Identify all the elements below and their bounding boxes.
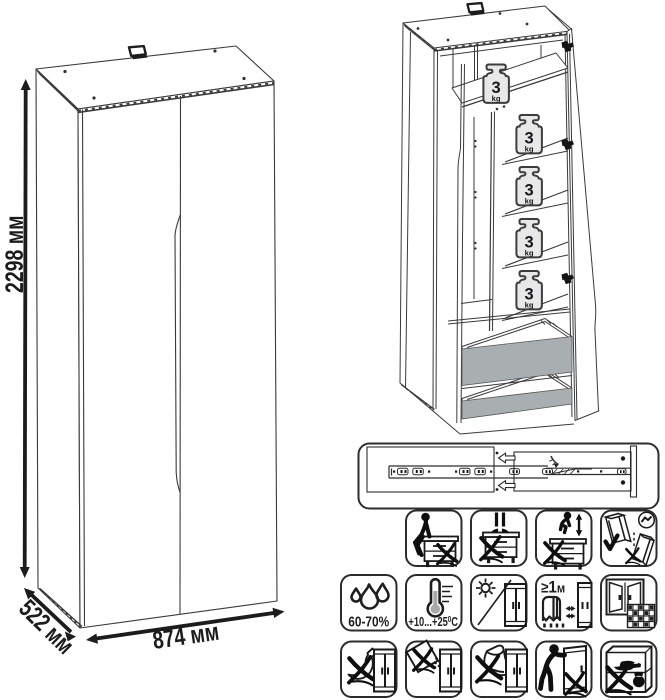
svg-text:≥1м: ≥1м — [541, 578, 565, 597]
svg-text:+10...+250C: +10...+250C — [408, 614, 458, 629]
svg-text:2298 мм: 2298 мм — [1, 215, 29, 293]
svg-text:60-70%: 60-70% — [348, 613, 389, 629]
